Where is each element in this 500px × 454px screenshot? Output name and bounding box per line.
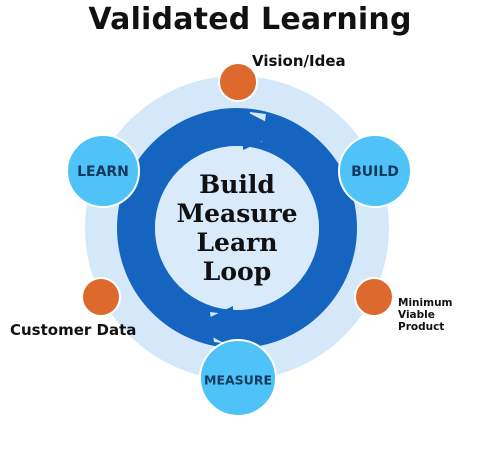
vision-marker (218, 62, 258, 102)
mvp-line-2: Viable (398, 309, 435, 321)
loop-ring (117, 108, 357, 348)
center-line-measure: Measure (176, 199, 298, 228)
learn-node (66, 134, 140, 208)
learn-node-label: LEARN (77, 164, 129, 180)
customer-data-label: Customer Data (10, 321, 137, 339)
diagram-title: Validated Learning (88, 2, 412, 37)
mvp-label: Minimum Viable Product (398, 297, 488, 333)
mvp-line-1: Minimum (398, 297, 453, 309)
bottom-arrowhead (192, 306, 233, 348)
measure-node-label: MEASURE (204, 372, 272, 388)
build-node (338, 134, 412, 208)
center-line-learn: Learn (196, 228, 278, 257)
measure-node (199, 339, 277, 417)
center-label: Build Measure Learn Loop (176, 170, 297, 286)
top-arrowhead (243, 110, 284, 150)
mvp-marker (354, 277, 394, 317)
vision-label: Vision/Idea (252, 52, 346, 70)
mvp-line-3: Product (398, 321, 445, 333)
build-node-label: BUILD (351, 164, 399, 180)
center-line-build: Build (199, 170, 275, 199)
center-line-loop: Loop (202, 257, 272, 286)
loop-center-disc (155, 146, 319, 310)
customer-data-marker (81, 277, 121, 317)
